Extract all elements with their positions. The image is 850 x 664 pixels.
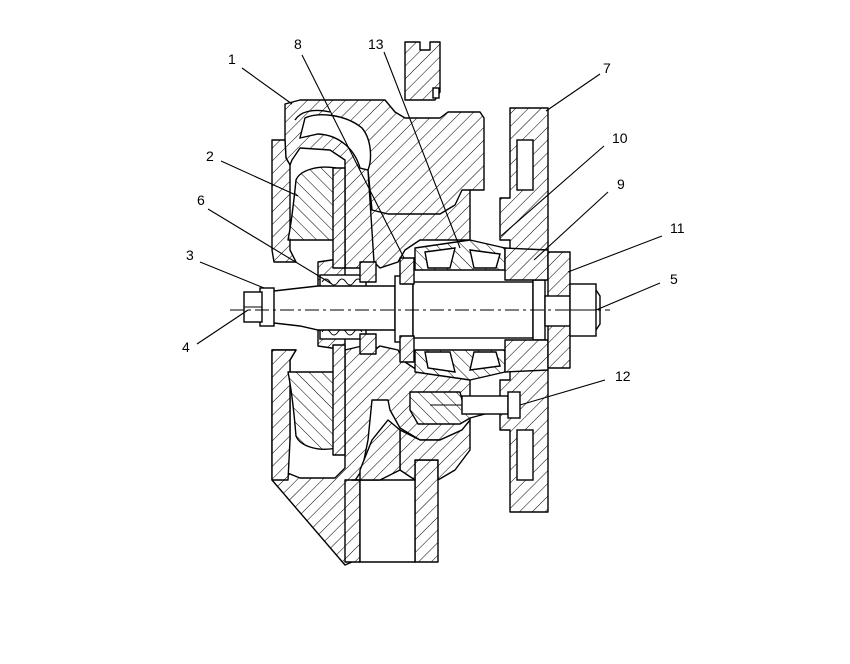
callout-5: 5 bbox=[670, 271, 678, 287]
callout-13: 13 bbox=[368, 36, 384, 52]
callout-9: 9 bbox=[617, 176, 625, 192]
shaft bbox=[264, 261, 546, 355]
callout-6: 6 bbox=[197, 192, 205, 208]
callout-8: 8 bbox=[294, 36, 302, 52]
callout-10: 10 bbox=[612, 130, 628, 146]
callout-7: 7 bbox=[603, 60, 611, 76]
pump-housing bbox=[271, 41, 501, 566]
callout-1: 1 bbox=[228, 51, 236, 67]
callout-3: 3 bbox=[186, 247, 194, 263]
impeller-nut bbox=[243, 287, 275, 327]
callout-labels: 1 2 3 4 5 6 7 8 9 10 11 12 13 bbox=[182, 36, 685, 384]
callout-11: 11 bbox=[670, 220, 685, 236]
callout-2: 2 bbox=[206, 148, 214, 164]
callout-4: 4 bbox=[182, 339, 190, 355]
callout-12: 12 bbox=[615, 368, 631, 384]
leader-lines bbox=[196, 51, 663, 406]
